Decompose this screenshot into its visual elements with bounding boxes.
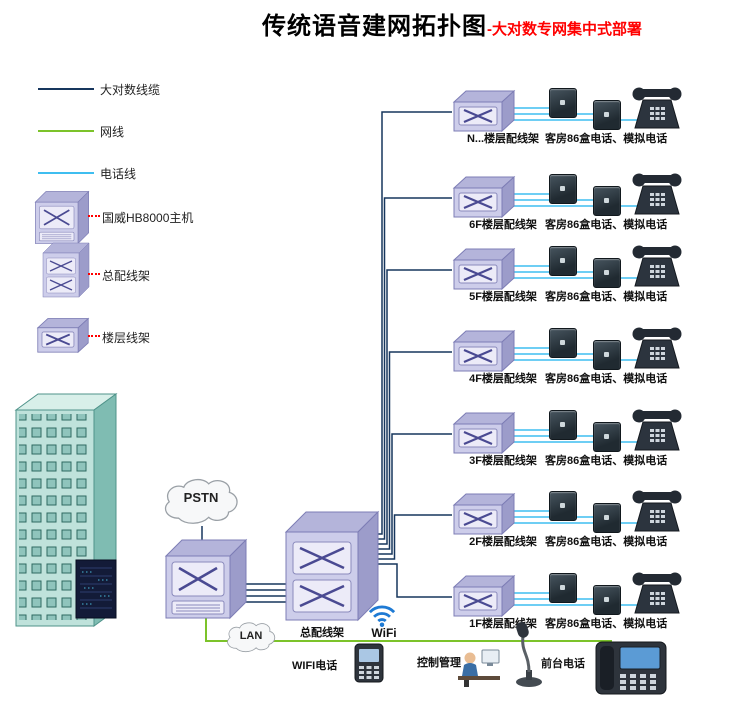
floor-devices-label: 客房86盒电话、模拟电话 [545,373,668,385]
legend-network-line-swatch [38,130,94,132]
floor-devices-label: 客房86盒电话、模拟电话 [545,133,668,145]
floor-devices-label: 客房86盒电话、模拟电话 [545,455,668,467]
floor-frame-icon [452,328,516,372]
floor-name-label: N...楼层配线架 [466,133,540,145]
floor-name-label: 6F楼层配线架 [469,219,537,231]
floor-frame-icon [452,174,516,218]
lan-label: LAN [239,630,263,642]
legend-phone-line-swatch [38,172,94,174]
floor-row: 6F楼层配线架 客房86盒电话、模拟电话 [444,168,750,238]
control-management-label: 控制管理 [417,657,461,669]
legend-label-trunk: 大对数线缆 [100,83,161,97]
wall-phone-box-icon [593,186,621,216]
floor-frame-icon [452,491,516,535]
analog-phone-icon [630,569,684,615]
wifi-label: WiFi [371,626,397,640]
floor-devices-label: 客房86盒电话、模拟电话 [545,536,668,548]
wifi-phone-icon [350,642,388,684]
pstn-label: PSTN [183,490,219,505]
page-title: 传统语音建网拓扑图-大对数专网集中式部署 [262,6,642,41]
floor-devices-label: 客房86盒电话、模拟电话 [545,618,668,630]
floor-frame-icon [452,573,516,617]
legend-leader-dots [88,335,100,337]
front-desk-phone-icon [592,634,670,698]
mdf-label: 总配线架 [300,627,344,639]
wall-phone-box-icon [549,246,577,276]
wall-phone-box-icon [549,88,577,118]
floor-row: 3F楼层配线架 客房86盒电话、模拟电话 [444,404,750,474]
wall-phone-box-icon [593,422,621,452]
wall-phone-box-icon [549,491,577,521]
legend-leader-dots [88,215,100,217]
floor-devices-label: 客房86盒电话、模拟电话 [545,291,668,303]
floor-name-label: 5F楼层配线架 [469,291,537,303]
server-rack-icon [75,559,117,619]
legend-label-mdf: 总配线架 [102,269,151,283]
wall-phone-box-icon [593,585,621,615]
wifi-phone-label: WIFI电话 [292,660,338,672]
front-desk-phone-label: 前台电话 [541,658,585,670]
wall-phone-box-icon [593,258,621,288]
wall-phone-box-icon [549,410,577,440]
wall-phone-box-icon [549,573,577,603]
gooseneck-mic-icon [514,620,544,688]
floor-frame-icon [452,410,516,454]
floor-row: 1F楼层配线架 客房86盒电话、模拟电话 [444,567,750,637]
legend-label-network: 网线 [100,125,125,139]
wall-phone-box-icon [549,174,577,204]
floor-row: 4F楼层配线架 客房86盒电话、模拟电话 [444,322,750,392]
floor-row: N...楼层配线架 客房86盒电话、模拟电话 [444,82,750,152]
analog-phone-icon [630,487,684,533]
analog-phone-icon [630,84,684,130]
legend-label-floorframe: 楼层线架 [102,331,151,345]
hotel-building-illustration [14,393,118,627]
floor-row: 2F楼层配线架 客房86盒电话、模拟电话 [444,485,750,555]
floor-devices-label: 客房86盒电话、模拟电话 [545,219,668,231]
wall-phone-box-icon [549,328,577,358]
floor-name-label: 4F楼层配线架 [469,373,537,385]
legend-trunk-line-swatch [38,88,94,90]
wall-phone-box-icon [593,340,621,370]
wall-phone-box-icon [593,503,621,533]
analog-phone-icon [630,406,684,452]
analog-phone-icon [630,242,684,288]
floor-frame-icon [452,246,516,290]
legend-mdf-icon [42,242,90,298]
analog-phone-icon [630,170,684,216]
floor-frame-icon [452,88,516,132]
floor-row: 5F楼层配线架 客房86盒电话、模拟电话 [444,240,750,310]
floor-name-label: 2F楼层配线架 [469,536,537,548]
legend-host-icon [34,190,90,245]
operator-person-icon [456,646,502,688]
title-main: 传统语音建网拓扑图 [262,13,487,40]
wifi-icon [366,600,398,628]
legend-label-host: 国威HB8000主机 [102,211,194,225]
hb8000-host-icon [164,538,248,620]
legend-label-phone: 电话线 [100,167,137,181]
legend-floorframe-icon [36,316,90,353]
legend-leader-dots [88,273,100,275]
wall-phone-box-icon [593,100,621,130]
analog-phone-icon [630,324,684,370]
title-sub: -大对数专网集中式部署 [487,21,642,38]
floor-name-label: 3F楼层配线架 [469,455,537,467]
